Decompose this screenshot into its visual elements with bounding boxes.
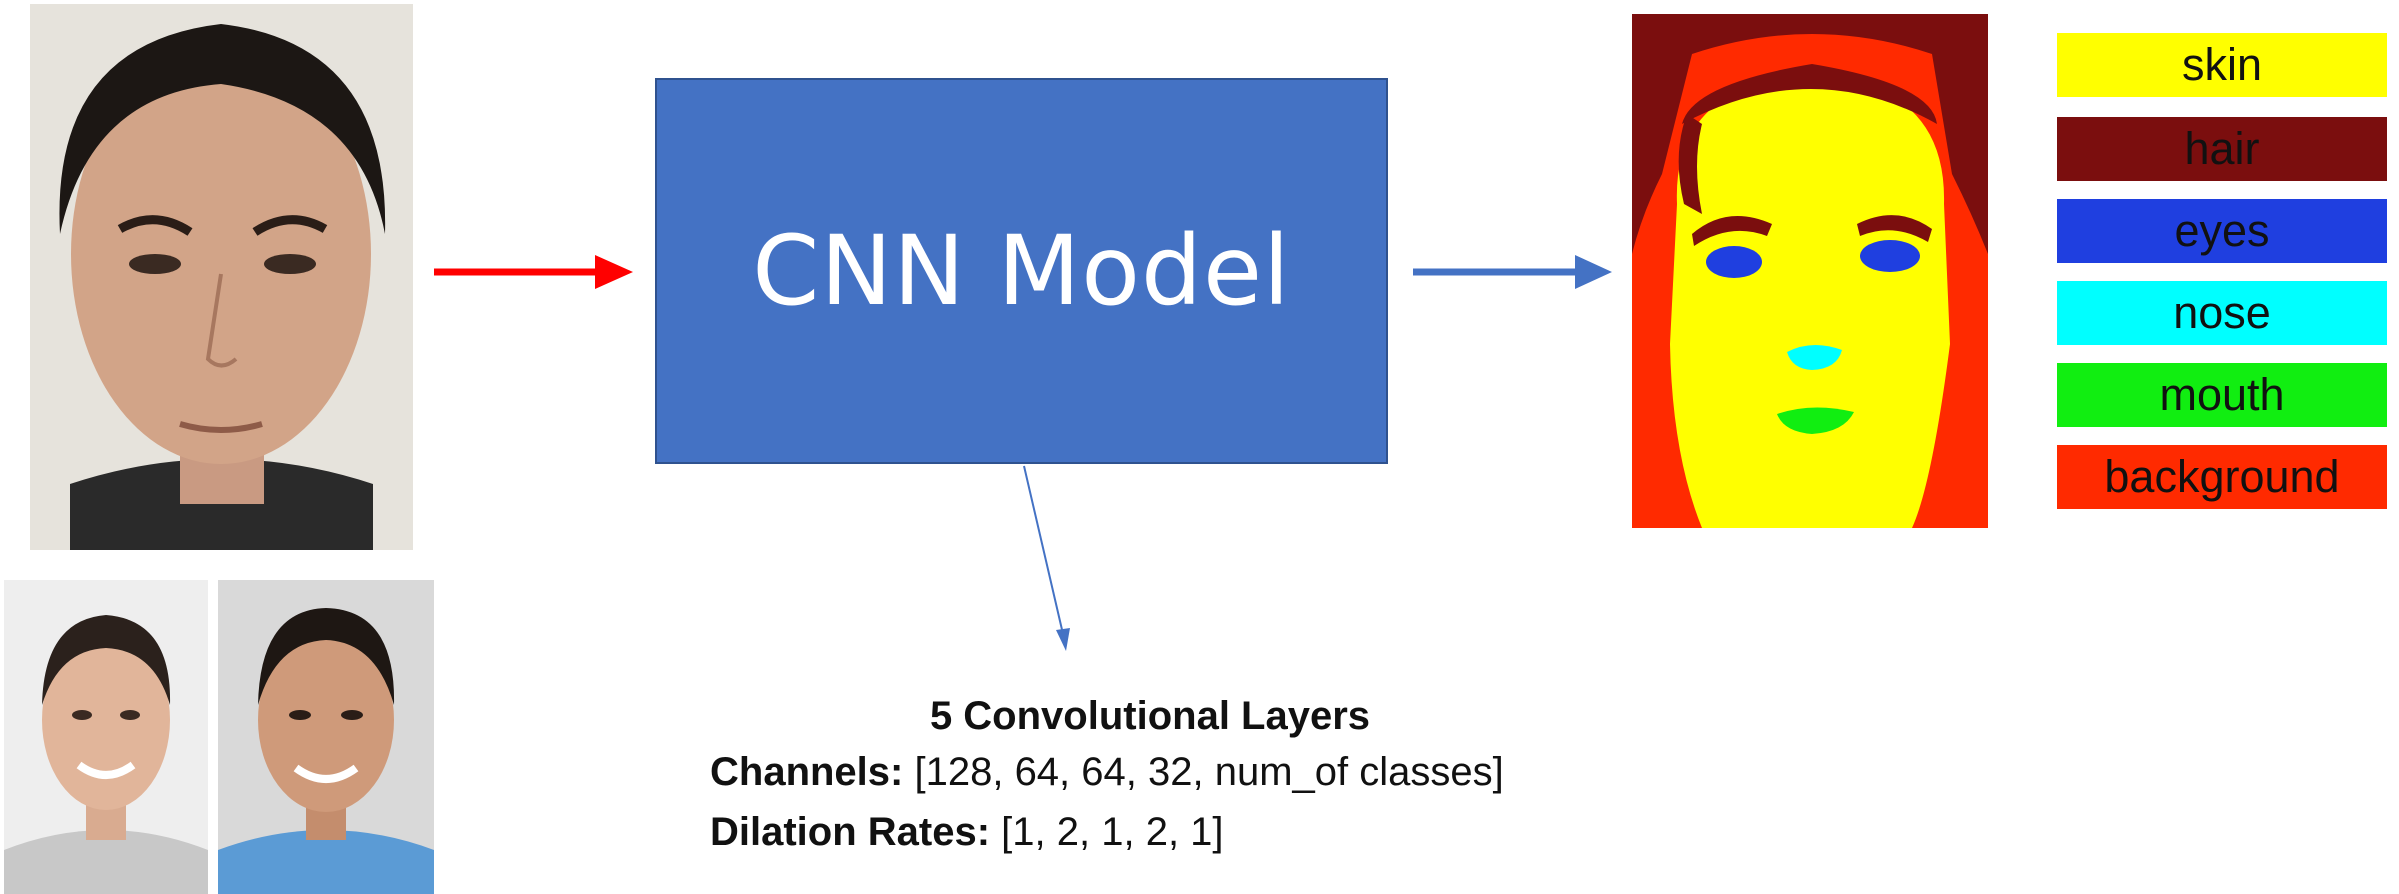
input-face-photo [30, 4, 413, 550]
cnn-model-label: CNN Model [752, 215, 1291, 327]
example-face-photo-1 [4, 580, 208, 894]
segmentation-map [1632, 14, 1988, 528]
dilation-line: Dilation Rates: [1, 2, 1, 2, 1] [710, 810, 1224, 855]
dilation-label: Dilation Rates: [710, 810, 991, 854]
cnn-model-box: CNN Model [655, 78, 1388, 464]
channels-line: Channels: [128, 64, 64, 32, num_of class… [710, 750, 1504, 795]
legend-label-skin: skin [2181, 39, 2263, 90]
dilation-value: [1, 2, 1, 2, 1] [1001, 810, 1224, 854]
legend-item-mouth: mouth [2057, 363, 2387, 427]
legend-item-nose: nose [2057, 281, 2387, 345]
legend-label-eyes: eyes [2174, 205, 2270, 256]
legend-label-background: background [2104, 451, 2340, 502]
legend-item-background: background [2057, 445, 2387, 509]
legend-label-nose: nose [2173, 287, 2271, 338]
details-arrow [1023, 465, 1070, 651]
example-face-photo-2 [218, 580, 434, 894]
legend-item-skin: skin [2057, 33, 2387, 97]
channels-label: Channels: [710, 750, 904, 794]
legend-item-eyes: eyes [2057, 199, 2387, 263]
legend-label-mouth: mouth [2159, 369, 2285, 420]
channels-value: [128, 64, 64, 32, num_of classes] [914, 750, 1504, 794]
legend-label-hair: hair [2184, 123, 2260, 174]
output-arrow [1413, 255, 1612, 289]
input-arrow [434, 255, 633, 289]
layers-title: 5 Convolutional Layers [929, 694, 1371, 738]
legend-item-hair: hair [2057, 117, 2387, 181]
